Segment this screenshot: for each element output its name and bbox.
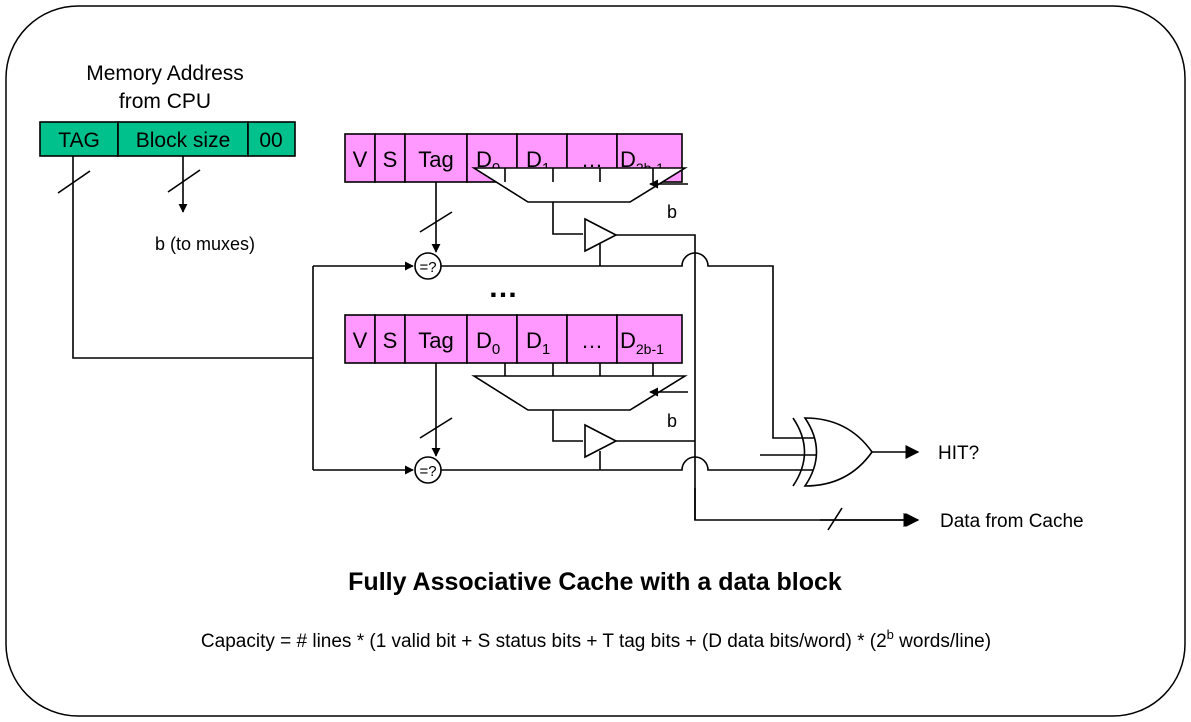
address-offset-cell: [247, 121, 296, 157]
data-word1-cell: [516, 314, 568, 364]
tristate-buffer-2: [584, 423, 618, 459]
status-label: S: [383, 328, 398, 353]
address-offset-label: 00: [259, 129, 282, 152]
d1-label: D: [526, 328, 542, 353]
tristate-buffer-1: [584, 217, 618, 253]
or-gate-back: [792, 417, 806, 487]
address-tag-cell: [39, 121, 119, 157]
valid-label: V: [353, 328, 368, 353]
d0-label: D: [476, 147, 492, 172]
address-block-size-label: Block size: [136, 129, 231, 152]
status-cell: [374, 314, 406, 364]
capacity-prefix: Capacity = # lines * (1 valid bit + S st…: [201, 631, 887, 652]
valid-label: V: [353, 147, 368, 172]
data-ellipsis-label: …: [581, 147, 603, 172]
b-to-muxes-label: b (to muxes): [155, 234, 255, 254]
address-label-line1: Memory Address: [86, 62, 244, 85]
tag-bus-slash: [57, 170, 91, 194]
data-wordn-cell: [616, 314, 683, 364]
mux-1-output-wire: [552, 202, 583, 235]
mux-2: [471, 363, 688, 411]
tag-compare-slash-2: [419, 417, 453, 439]
mux-2-output-wire: [552, 410, 583, 442]
data-bus-wire: [616, 234, 696, 520]
capacity-sup: b: [887, 627, 894, 642]
or-gate: [803, 417, 873, 487]
data-output-wire: [694, 488, 918, 521]
status-label: S: [383, 147, 398, 172]
hit-label: HIT?: [938, 443, 979, 464]
capacity-suffix: words/line): [894, 631, 991, 652]
cache-line-2: V S Tag D0 D1 … D2b-1: [344, 314, 683, 364]
dn-subscript: 2b-1: [636, 341, 664, 357]
tag-cell: [404, 314, 468, 364]
comparator-2-label: =?: [419, 463, 436, 480]
address-fields: TAG Block size 00: [39, 121, 296, 157]
more-lines-ellipsis: …: [488, 271, 518, 304]
tag-label: Tag: [418, 147, 453, 172]
mux-1-shape: [471, 167, 688, 203]
mux-1: [471, 167, 688, 203]
block-size-bus-slash: [167, 169, 201, 193]
d0-subscript: 0: [492, 341, 500, 358]
capacity-formula: Capacity = # lines * (1 valid bit + S st…: [201, 627, 991, 652]
comparator-1-label: =?: [419, 259, 436, 276]
mux-1-select-label: b: [667, 202, 677, 222]
tag-compare-slash-1: [419, 211, 453, 233]
diagram-title: Fully Associative Cache with a data bloc…: [348, 568, 842, 596]
d0-label: D: [476, 328, 492, 353]
svg-text:D2b-1: D2b-1: [620, 328, 664, 357]
dn-label: D: [620, 328, 636, 353]
address-tag-label: TAG: [58, 129, 100, 152]
svg-text:D0: D0: [476, 328, 500, 358]
valid-cell: [344, 314, 376, 364]
svg-text:D1: D1: [526, 328, 550, 358]
hit-wire-1: [441, 252, 818, 439]
tag-label: Tag: [418, 328, 453, 353]
data-ellipsis-label: …: [581, 328, 603, 353]
hit-wire-2: [441, 456, 818, 471]
d1-label: D: [526, 147, 542, 172]
data-bus-slash: [827, 507, 843, 531]
tag-wire: [72, 156, 313, 359]
mux-2-select-label: b: [667, 411, 677, 431]
d1-subscript: 1: [542, 341, 550, 358]
mux-2-shape: [471, 375, 688, 411]
diagram-border: [5, 5, 1186, 717]
address-label-line2: from CPU: [119, 90, 211, 113]
dn-label: D: [620, 147, 636, 172]
data-output-label: Data from Cache: [940, 511, 1084, 532]
